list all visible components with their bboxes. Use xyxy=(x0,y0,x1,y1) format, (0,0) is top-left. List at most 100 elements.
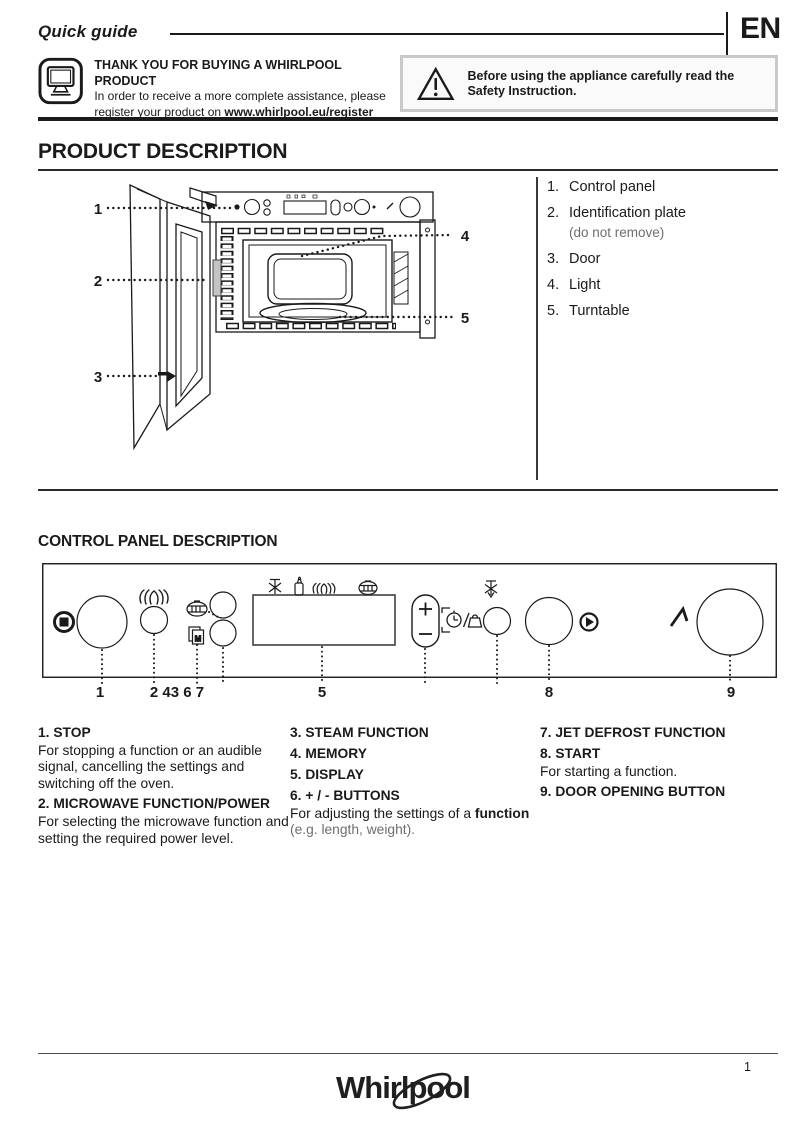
door-open-icon xyxy=(669,605,689,627)
function-heading: 8. START xyxy=(540,746,601,761)
function-heading: 4. MEMORY xyxy=(290,746,367,761)
microwave-waves-small-icon xyxy=(312,582,336,595)
steamer-icon xyxy=(358,580,378,596)
jet-defrost-icon xyxy=(484,580,498,599)
control-panel-title: CONTROL PANEL DESCRIPTION xyxy=(38,533,278,550)
column-3: 7. JET DEFROST FUNCTION 8. START For sta… xyxy=(540,722,778,848)
body-text: For adjusting the settings of a xyxy=(290,806,475,821)
warning-triangle-icon xyxy=(416,66,455,100)
thank-you-heading: THANK YOU FOR BUYING A WHIRLPOOL PRODUCT xyxy=(94,58,342,88)
steam-button xyxy=(209,591,237,619)
function-descriptions: 1. STOP For stopping a function or an au… xyxy=(38,722,778,848)
microwave-waves-icon xyxy=(139,589,169,605)
callout-1: 1 xyxy=(94,201,102,218)
list-item: 1. Control panel xyxy=(547,178,787,197)
title-underline xyxy=(38,169,778,171)
control-panel-diagram: M xyxy=(42,563,777,684)
part-num: 4. xyxy=(547,277,560,293)
parts-divider xyxy=(536,177,538,480)
part-label: Turntable xyxy=(569,303,630,319)
part-label: Identification plate xyxy=(569,205,686,221)
function-heading: 6. + / - BUTTONS xyxy=(290,788,400,803)
footer-rule xyxy=(38,1053,778,1055)
section-rule-mid xyxy=(38,489,778,491)
part-num: 1. xyxy=(547,179,560,195)
vent-grilles xyxy=(220,227,396,330)
part-label: Light xyxy=(569,277,601,293)
column-2: 3. STEAM FUNCTION 4. MEMORY 5. DISPLAY 6… xyxy=(290,722,540,848)
thank-you-line1: In order to receive a more complete assi… xyxy=(94,89,386,103)
body-emphasis: function xyxy=(474,806,530,821)
lang-divider xyxy=(726,12,728,58)
time-weight-icon xyxy=(441,607,483,633)
callout-5: 5 xyxy=(461,310,469,327)
function-heading: 5. DISPLAY xyxy=(290,767,364,782)
defrost-icon xyxy=(268,578,282,594)
section-rule-top xyxy=(38,117,778,121)
display xyxy=(252,594,396,646)
plus-minus-buttons xyxy=(411,594,440,648)
page-number: 1 xyxy=(744,1060,751,1074)
language-badge: EN xyxy=(740,12,781,45)
function-heading: 9. DOOR OPENING BUTTON xyxy=(540,784,726,800)
door-opening-button xyxy=(696,588,764,656)
part-note: (do not remove) xyxy=(569,225,665,240)
panel-callout-8: 8 xyxy=(544,684,554,701)
header-rule xyxy=(170,33,724,35)
parts-list: 1. Control panel 2. Identification plate… xyxy=(547,178,787,328)
start-button xyxy=(524,596,574,646)
whirlpool-logo: Whirlpool xyxy=(336,1070,471,1110)
light-window-drawing xyxy=(267,253,353,305)
function-body: For stopping a function or an audible si… xyxy=(38,743,262,791)
part-num: 2. xyxy=(547,205,560,221)
callout-4: 4 xyxy=(461,228,470,245)
panel-callout-5: 5 xyxy=(317,684,327,701)
panel-callout-lines xyxy=(101,611,731,684)
part-label: Door xyxy=(569,251,601,267)
part-label: Control panel xyxy=(569,179,656,195)
function-body: For selecting the microwave function and… xyxy=(38,814,289,846)
function-heading: 1. STOP xyxy=(38,725,91,740)
memory-icon xyxy=(188,626,205,645)
list-item: 5. Turntable xyxy=(547,302,787,321)
microwave-diagram: 1 2 3 4 5 xyxy=(94,183,470,451)
list-item: 3. Door xyxy=(547,250,787,269)
column-1: 1. STOP For stopping a function or an au… xyxy=(38,722,290,848)
function-body: For starting a function. xyxy=(540,764,678,779)
stop-icon xyxy=(53,611,75,633)
doc-title: Quick guide xyxy=(38,22,138,41)
identification-plate-drawing xyxy=(212,259,222,297)
callout-3: 3 xyxy=(94,369,102,386)
door-drawing xyxy=(129,183,218,451)
steam-icon xyxy=(186,600,208,617)
function-heading: 2. MICROWAVE FUNCTION/POWER xyxy=(38,796,270,812)
safety-warning-text: Before using the appliance carefully rea… xyxy=(467,68,735,98)
body-note: (e.g. length, weight). xyxy=(290,822,416,838)
part-num: 3. xyxy=(547,251,560,267)
callout-2: 2 xyxy=(94,273,102,290)
cabinet-drawing xyxy=(201,191,436,339)
memory-button xyxy=(209,619,237,647)
list-item: 4. Light xyxy=(547,276,787,295)
product-description-title: PRODUCT DESCRIPTION xyxy=(38,140,288,163)
function-heading: 7. JET DEFROST FUNCTION xyxy=(540,725,726,740)
register-monitor-icon xyxy=(38,57,83,105)
logo-swirl xyxy=(392,1072,452,1110)
safety-warning-box: Before using the appliance carefully rea… xyxy=(400,55,778,112)
function-heading: 3. STEAM FUNCTION xyxy=(290,725,429,740)
start-play-icon xyxy=(579,612,599,632)
register-url[interactable]: www.whirlpool.eu/register xyxy=(224,104,374,119)
register-prefix: register your product on xyxy=(94,104,225,119)
stop-button xyxy=(76,595,128,649)
memory-icon-letter: M xyxy=(195,635,202,644)
turntable-drawing xyxy=(259,302,367,324)
jet-defrost-button xyxy=(482,606,512,636)
function-body: For adjusting the settings of a function… xyxy=(290,806,540,839)
baby-bottle-icon xyxy=(294,576,304,596)
cavity-drawing xyxy=(242,239,409,324)
panel-callout-1: 1 xyxy=(95,684,105,701)
mini-control-panel xyxy=(234,194,421,218)
thank-you-line2: register your product on www.whirlpool.e… xyxy=(94,105,390,121)
panel-callout-cluster: 2 43 6 7 xyxy=(149,684,205,701)
microwave-power-button xyxy=(139,605,169,635)
